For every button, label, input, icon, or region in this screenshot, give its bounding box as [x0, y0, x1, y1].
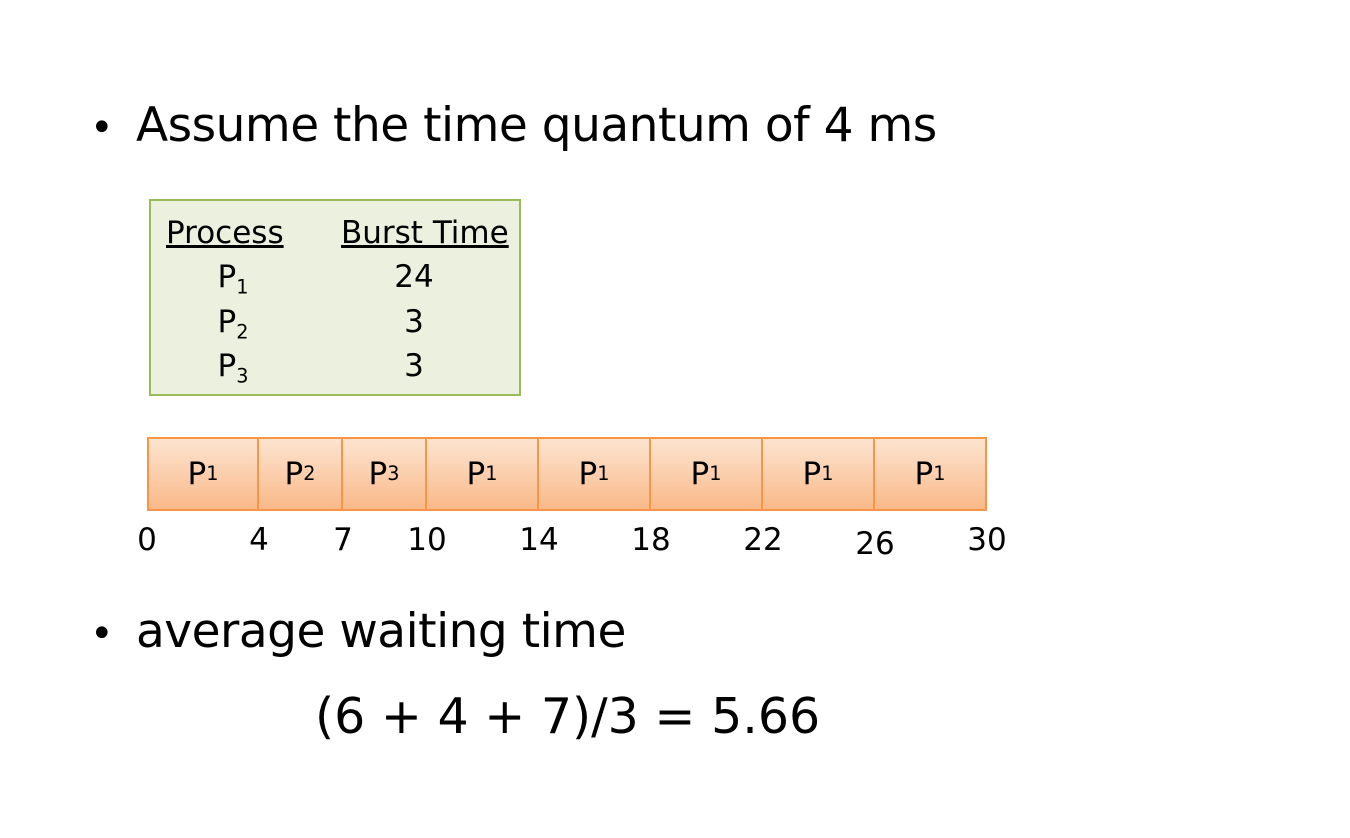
- gantt-block-process: P: [690, 456, 710, 492]
- burst-value: 24: [394, 259, 434, 295]
- bullet-average-waiting: • average waiting time: [90, 604, 626, 659]
- gantt-tick-label: 14: [519, 522, 559, 558]
- process-name: P: [217, 259, 237, 295]
- bullet-symbol: •: [90, 105, 114, 151]
- gantt-tick-label: 18: [631, 522, 671, 558]
- gantt-tick-label: 26: [855, 526, 895, 562]
- gantt-block-process: P: [466, 456, 486, 492]
- process-name: P: [217, 348, 237, 384]
- gantt-tick-label: 22: [743, 522, 783, 558]
- process-table: Process Burst Time P1 24 P2 3 P3 3: [149, 199, 521, 396]
- process-name-cell: P1: [217, 259, 249, 297]
- burst-value: 3: [404, 304, 424, 340]
- bullet-average-waiting-text: average waiting time: [136, 604, 626, 659]
- process-name: P: [217, 304, 237, 340]
- bullet-symbol: •: [90, 611, 114, 657]
- process-subscript: 1: [236, 275, 249, 299]
- process-name-cell: P2: [217, 304, 249, 342]
- gantt-tick-label: 7: [333, 522, 353, 558]
- process-subscript: 3: [236, 364, 249, 388]
- bullet-quantum-text: Assume the time quantum of 4 ms: [136, 98, 937, 153]
- gantt-block-process: P: [578, 456, 598, 492]
- gantt-block-process: P: [914, 456, 934, 492]
- bullet-quantum: • Assume the time quantum of 4 ms: [90, 98, 937, 153]
- gantt-block-process: P: [284, 456, 304, 492]
- waiting-time-formula: (6 + 4 + 7)/3 = 5.66: [315, 688, 821, 745]
- gantt-tick-label: 30: [967, 522, 1007, 558]
- gantt-tick-label: 10: [407, 522, 447, 558]
- header-burst-time: Burst Time: [341, 215, 509, 251]
- burst-value: 3: [404, 348, 424, 384]
- gantt-block-process: P: [802, 456, 822, 492]
- gantt-block-process: P: [368, 456, 388, 492]
- process-name-cell: P3: [217, 348, 249, 386]
- gantt-tick-label: 4: [249, 522, 269, 558]
- gantt-tick-label: 0: [137, 522, 157, 558]
- header-process: Process: [166, 215, 284, 251]
- process-subscript: 2: [236, 320, 249, 344]
- gantt-block-process: P: [187, 456, 207, 492]
